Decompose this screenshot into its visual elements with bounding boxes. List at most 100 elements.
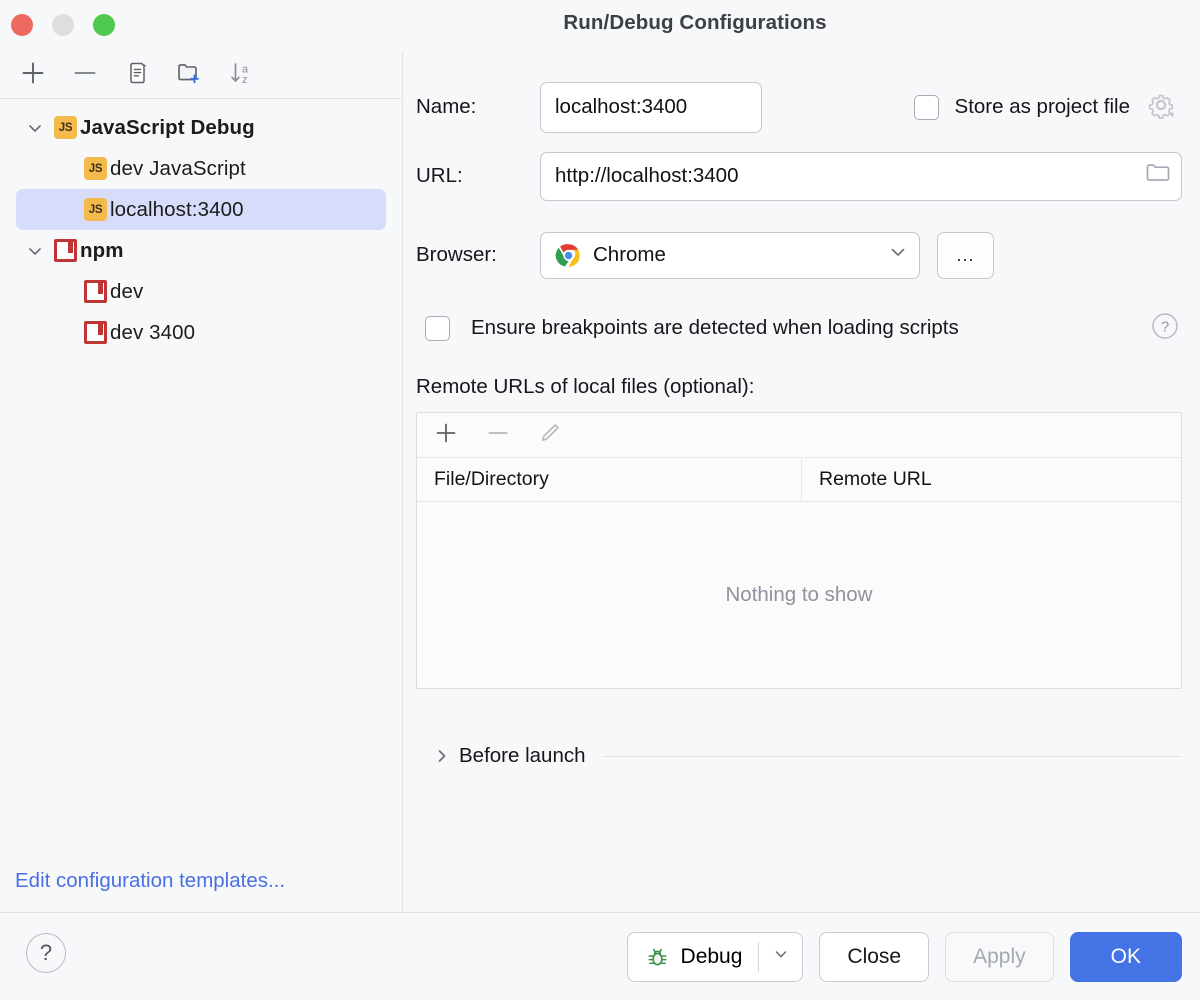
ensure-breakpoints-label: Ensure breakpoints are detected when loa… bbox=[471, 316, 959, 339]
svg-text:?: ? bbox=[1161, 318, 1169, 335]
store-as-project-file-row: Store as project file bbox=[913, 90, 1182, 125]
copy-configuration-button[interactable] bbox=[111, 55, 163, 95]
before-launch-divider bbox=[601, 755, 1182, 757]
browser-label: Browser: bbox=[416, 243, 497, 266]
add-remote-url-button[interactable] bbox=[429, 418, 463, 452]
tree-group-javascript-debug[interactable]: JS JavaScript Debug bbox=[16, 107, 386, 148]
chevron-right-icon[interactable] bbox=[425, 746, 459, 766]
help-button[interactable]: ? bbox=[26, 933, 66, 973]
store-as-project-file-label: Store as project file bbox=[954, 95, 1130, 118]
split-divider bbox=[758, 942, 760, 972]
name-label: Name: bbox=[416, 95, 477, 118]
zoom-window-button[interactable] bbox=[93, 14, 115, 36]
js-badge-icon: JS bbox=[84, 198, 107, 221]
chevron-down-icon[interactable] bbox=[16, 241, 54, 261]
folder-icon[interactable] bbox=[1143, 160, 1173, 192]
close-window-button[interactable] bbox=[11, 14, 33, 36]
remote-urls-table: File/Directory Remote URL Nothing to sho… bbox=[416, 412, 1182, 689]
tree-group-npm[interactable]: npm bbox=[16, 230, 386, 271]
browser-select-value: Chrome bbox=[593, 243, 666, 266]
tree-item-label: localhost:3400 bbox=[110, 197, 244, 221]
column-header-file-directory[interactable]: File/Directory bbox=[417, 458, 802, 501]
configurations-tree: JS JavaScript Debug JS dev JavaScript JS… bbox=[0, 99, 402, 353]
chevron-down-icon[interactable] bbox=[16, 118, 54, 138]
ok-button[interactable]: OK bbox=[1069, 932, 1182, 982]
remote-urls-label: Remote URLs of local files (optional): bbox=[416, 375, 755, 398]
plus-icon bbox=[19, 59, 47, 92]
close-button-label: Close bbox=[847, 945, 902, 968]
debug-button-label: Debug bbox=[680, 945, 743, 968]
debug-split-button[interactable]: Debug bbox=[626, 932, 804, 982]
column-header-remote-url[interactable]: Remote URL bbox=[819, 468, 932, 490]
tree-group-label: JavaScript Debug bbox=[80, 115, 255, 139]
name-input[interactable]: localhost:3400 bbox=[540, 81, 762, 133]
browser-select[interactable]: Chrome bbox=[540, 231, 920, 279]
add-configuration-button[interactable] bbox=[7, 55, 59, 95]
window-title: Run/Debug Configurations bbox=[0, 11, 1200, 35]
remote-urls-table-header: File/Directory Remote URL bbox=[417, 458, 1181, 502]
ok-button-label: OK bbox=[1110, 945, 1141, 968]
remove-configuration-button[interactable] bbox=[59, 55, 111, 95]
tree-item-localhost-3400[interactable]: JS localhost:3400 bbox=[16, 189, 386, 230]
store-as-project-file-checkbox[interactable] bbox=[913, 94, 939, 120]
ensure-breakpoints-checkbox[interactable] bbox=[425, 315, 450, 341]
url-label: URL: bbox=[416, 164, 463, 187]
plus-icon bbox=[433, 420, 459, 451]
minus-icon bbox=[485, 420, 511, 451]
name-input-value: localhost:3400 bbox=[555, 95, 688, 118]
ensure-breakpoints-row: Ensure breakpoints are detected when loa… bbox=[416, 294, 1182, 362]
folder-add-icon bbox=[174, 59, 204, 92]
edit-configuration-templates-link[interactable]: Edit configuration templates... bbox=[0, 850, 402, 912]
sidebar-toolbar: a z bbox=[0, 52, 402, 99]
remote-urls-table-body: Nothing to show bbox=[417, 502, 1181, 688]
traffic-lights bbox=[11, 14, 115, 36]
before-launch-label: Before launch bbox=[459, 744, 586, 767]
npm-badge-icon bbox=[54, 239, 77, 262]
chevron-down-icon bbox=[887, 241, 909, 269]
tree-item-label: dev bbox=[110, 279, 144, 303]
question-circle-icon[interactable]: ? bbox=[1150, 311, 1182, 346]
remove-remote-url-button[interactable] bbox=[481, 418, 515, 452]
dialog-footer: ? Debug bbox=[0, 912, 1200, 1000]
minimize-window-button[interactable] bbox=[52, 14, 74, 36]
npm-badge-icon bbox=[84, 280, 107, 303]
bug-icon bbox=[645, 945, 670, 970]
question-mark-icon: ? bbox=[39, 940, 53, 965]
chrome-icon bbox=[555, 242, 582, 269]
browser-row: Browser: Chrome ... bbox=[416, 216, 1182, 294]
debug-button[interactable]: Debug bbox=[628, 933, 759, 981]
new-folder-button[interactable] bbox=[163, 55, 215, 95]
apply-button-label: Apply bbox=[973, 945, 1026, 968]
name-row: Name: localhost:3400 Store as project fi… bbox=[416, 78, 1182, 136]
configuration-editor: Name: localhost:3400 Store as project fi… bbox=[404, 52, 1200, 912]
npm-badge-icon bbox=[84, 321, 107, 344]
tree-item-npm-dev[interactable]: dev bbox=[16, 271, 386, 312]
url-input-value: http://localhost:3400 bbox=[555, 164, 739, 187]
svg-text:z: z bbox=[242, 74, 248, 86]
before-launch-section[interactable]: Before launch bbox=[416, 744, 1182, 768]
window-title-text: Run/Debug Configurations bbox=[563, 11, 827, 34]
browser-more-label: ... bbox=[956, 244, 975, 265]
browser-more-button[interactable]: ... bbox=[937, 231, 994, 279]
edit-configuration-templates-label: Edit configuration templates... bbox=[15, 869, 286, 892]
remote-urls-toolbar bbox=[417, 413, 1181, 458]
edit-remote-url-button[interactable] bbox=[533, 418, 567, 452]
chevron-down-icon bbox=[771, 944, 791, 970]
empty-state-text: Nothing to show bbox=[725, 583, 873, 606]
apply-button[interactable]: Apply bbox=[945, 932, 1054, 982]
tree-item-dev-javascript[interactable]: JS dev JavaScript bbox=[16, 148, 386, 189]
pencil-icon bbox=[537, 420, 563, 451]
debug-dropdown-button[interactable] bbox=[759, 933, 802, 981]
copy-icon bbox=[123, 59, 151, 92]
gear-icon[interactable] bbox=[1146, 90, 1176, 125]
remote-urls-section-label-row: Remote URLs of local files (optional): bbox=[416, 362, 1182, 412]
configurations-sidebar: a z JS JavaScript Debug JS dev JavaScrip… bbox=[0, 52, 403, 912]
tree-item-label: dev JavaScript bbox=[110, 156, 246, 180]
sort-alphabetically-button[interactable]: a z bbox=[215, 55, 267, 95]
js-badge-icon: JS bbox=[84, 157, 107, 180]
url-input[interactable]: http://localhost:3400 bbox=[540, 151, 1182, 201]
close-button[interactable]: Close bbox=[819, 932, 930, 982]
svg-text:a: a bbox=[242, 63, 249, 75]
tree-item-npm-dev-3400[interactable]: dev 3400 bbox=[16, 312, 386, 353]
